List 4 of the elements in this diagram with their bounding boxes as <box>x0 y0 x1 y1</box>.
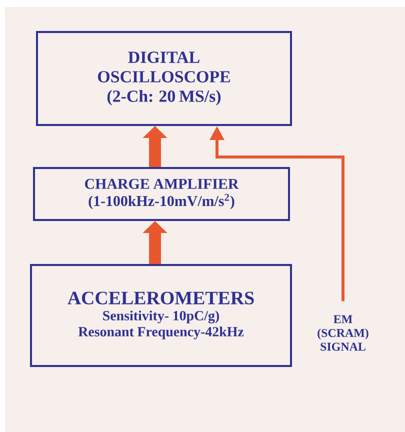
signal-label: EM (SCRAM) SIGNAL <box>318 315 368 351</box>
process-box: DIGITAL OSCILLOSCOPE (2-Ch: 20 MS/s) <box>36 31 292 126</box>
process-box: CHARGE AMPLIFIER (1-100kHz-10mV/m/s$^{2}$) <box>33 167 290 221</box>
process-box: ACCELEROMETERS Sensitivity- 10pC/g) Resonant Frequency-42kHz <box>30 264 292 367</box>
